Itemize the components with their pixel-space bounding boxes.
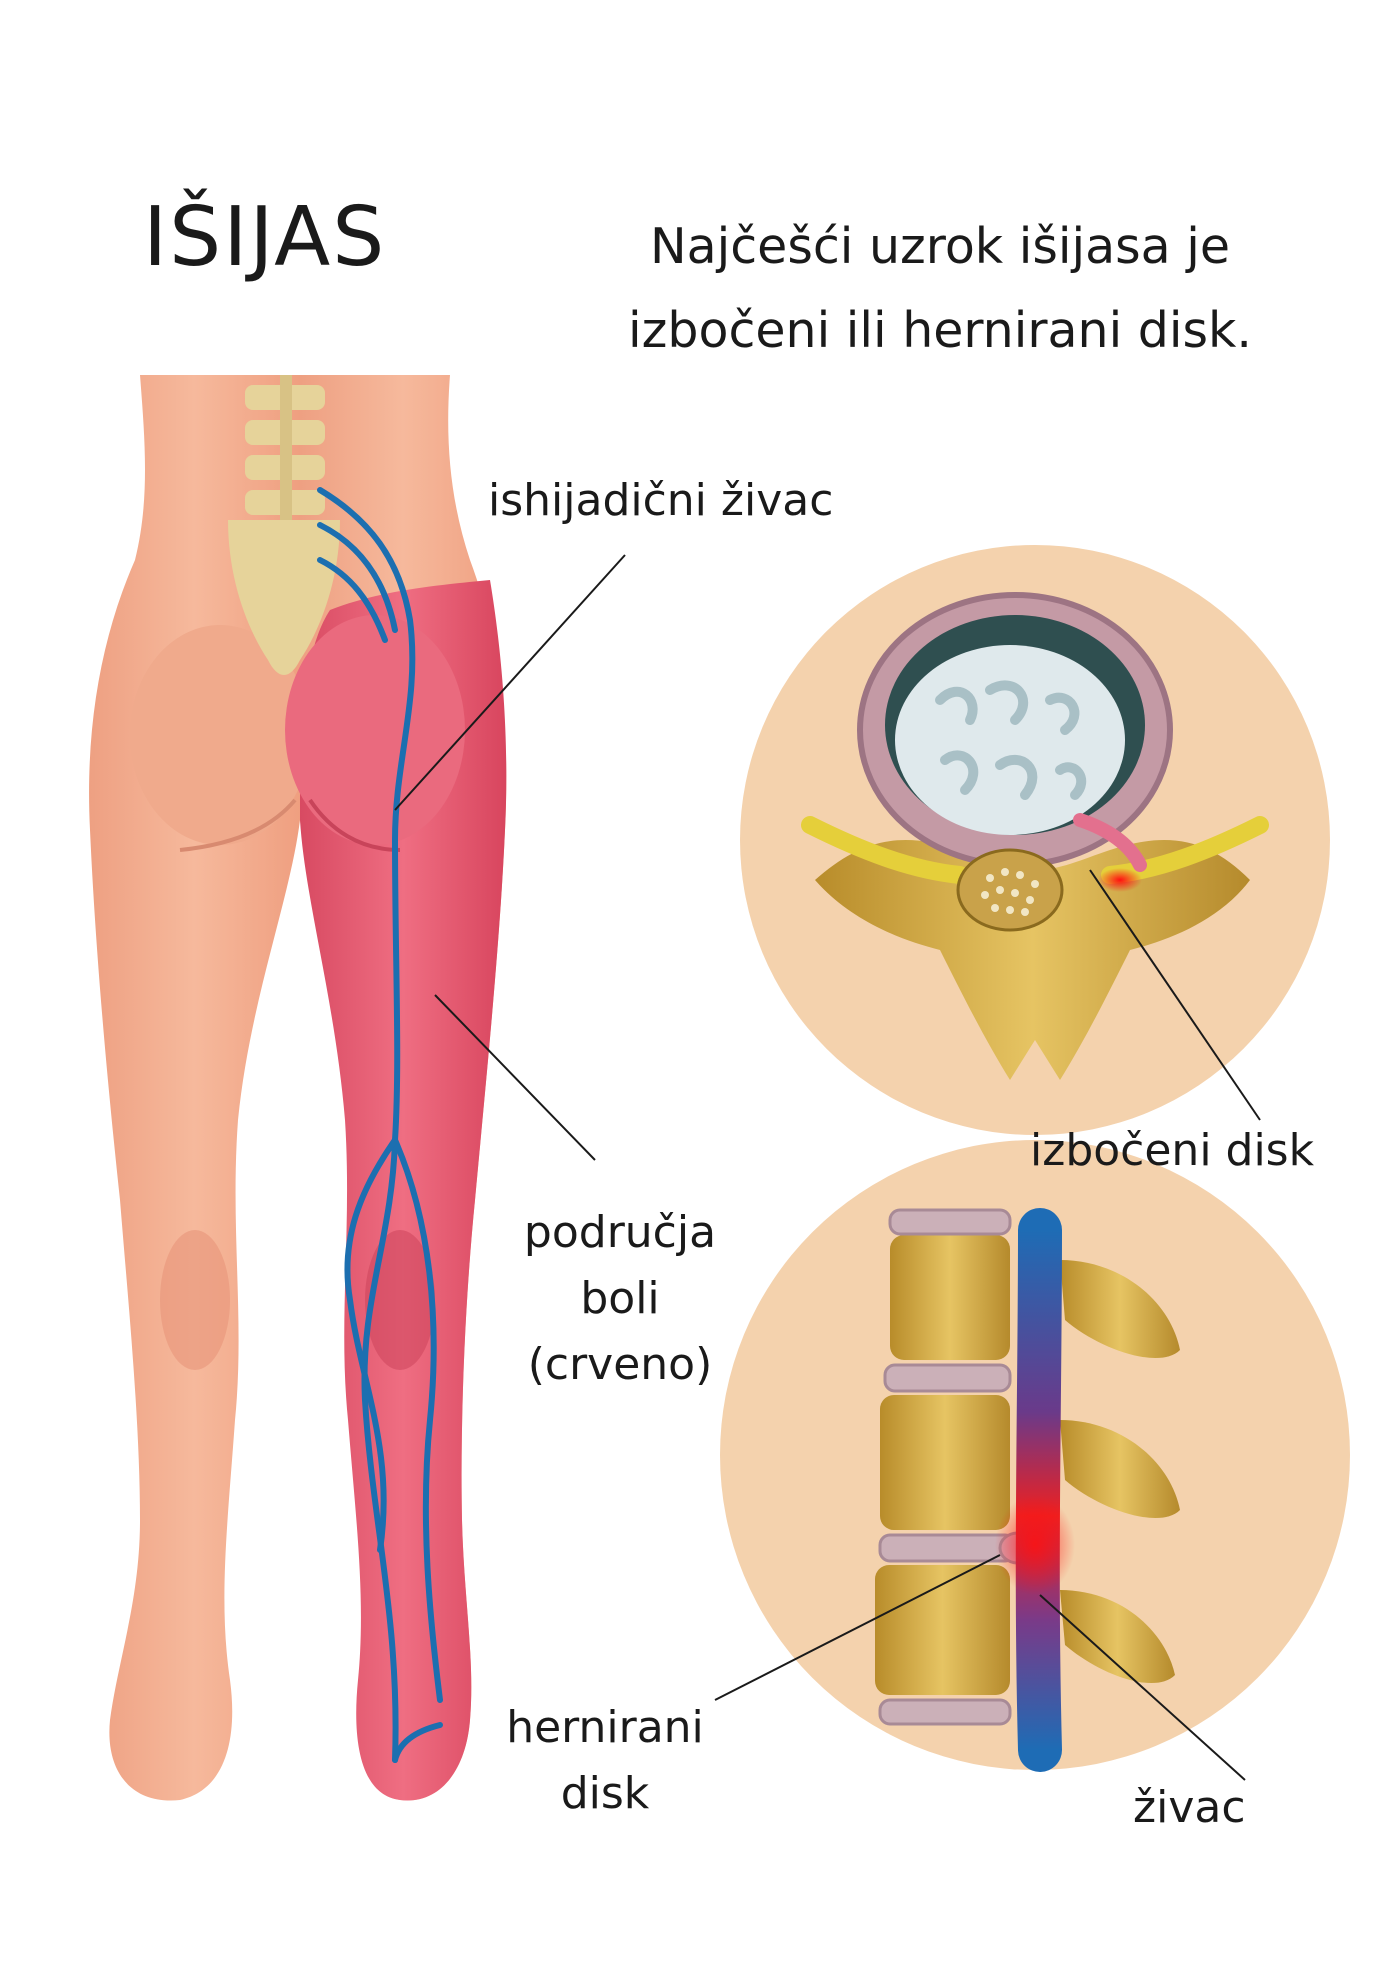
lumbar-vertebrae [245,375,325,520]
label-nerve: živac [1133,1782,1246,1833]
left-buttock [130,625,310,845]
cord-fibers [981,868,1039,916]
right-knee-shade [365,1230,435,1370]
nucleus-pattern [935,680,1087,800]
sacrum [228,520,340,675]
disc-bulge [1073,813,1147,872]
disc-nucleus [895,645,1125,835]
cross-section-view [740,545,1330,1135]
label-bulging-disc: izbočeni disk [1030,1125,1315,1176]
leader-pain-areas [434,994,596,1161]
pain-zone [300,580,507,1801]
label-herniated-disc: hernirani disk [506,1702,704,1819]
right-buttock [285,615,465,845]
inflammation-spot [1098,868,1142,892]
label-sciatic-nerve: ishijadični živac [488,475,834,526]
page-title: IŠIJAS [143,190,387,285]
intervertebral-discs [878,1208,1017,1726]
sagittal-view [720,1140,1350,1772]
leader-nerve [1039,1594,1246,1781]
spinal-nerve-cord [1015,1208,1062,1772]
sciatic-nerve [317,487,443,1763]
spinal-cord [956,848,1064,932]
vertebral-arch [815,840,1250,1080]
leader-bulging-disc [1089,869,1261,1121]
spinous-processes [1060,1260,1180,1684]
label-pain-areas: područja boli (crveno) [523,1207,717,1390]
transverse-process-left [801,816,969,884]
leader-herniated-disc [714,1554,1001,1701]
leader-sciatic-nerve [394,554,626,811]
subtitle: Najčešći uzrok išijasa je izbočeni ili h… [628,218,1252,359]
vertebral-bodies [875,1235,1010,1695]
body-figure [89,375,507,1801]
gluteal-crease-right [308,798,401,852]
left-knee-shade [160,1230,230,1370]
compression-glow [995,1495,1075,1595]
gluteal-crease-left [179,798,297,852]
leader-lines [394,554,1261,1781]
